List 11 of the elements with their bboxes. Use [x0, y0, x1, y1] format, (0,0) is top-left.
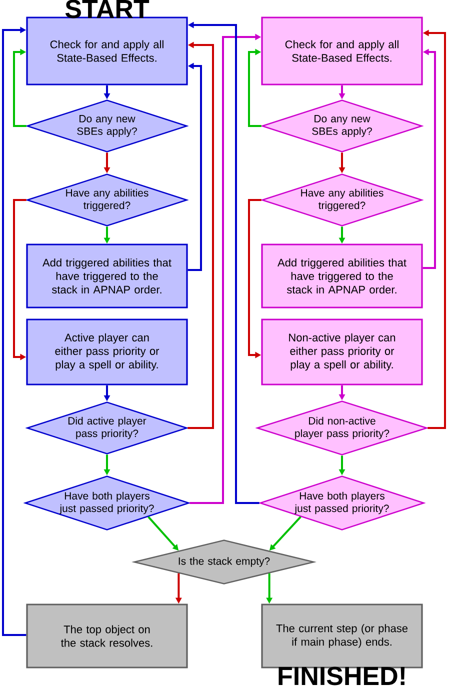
arrow	[2, 26, 26, 636]
process-box: Active player can either pass priority or play a spell or ability.	[26, 318, 188, 386]
process-box: Add triggered abilities that have triggered to the stack in APNAP order.	[261, 244, 423, 308]
heading: FINISHED!	[278, 666, 405, 686]
heading: START	[65, 0, 150, 18]
process-box: Add triggered abilities that have triggered to the stack in APNAP order.	[26, 244, 188, 308]
process-box: The top object on the stack resolves.	[26, 604, 188, 668]
arrow	[13, 48, 26, 127]
process-box: Non-active player can either pass priority or play a spell or ability.	[261, 318, 423, 386]
process-box: Check for and apply all State-Based Effects.	[261, 16, 423, 86]
arrow	[248, 48, 262, 127]
